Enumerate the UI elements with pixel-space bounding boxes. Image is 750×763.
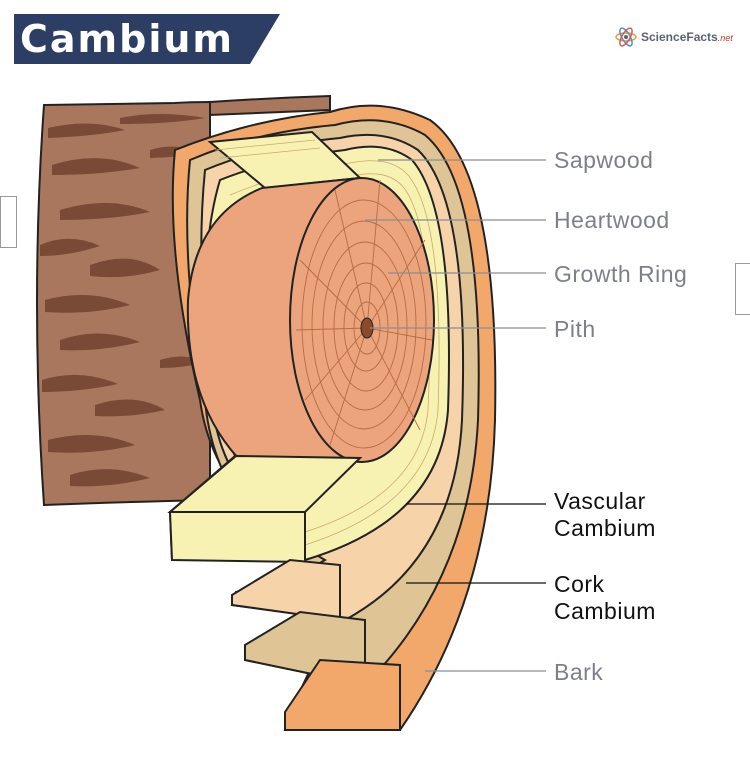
title-banner bbox=[14, 14, 280, 64]
label-sapwood: Sapwood bbox=[554, 147, 654, 173]
brand-logo: ScienceFacts.net bbox=[615, 24, 733, 50]
left-edge-tab bbox=[0, 196, 17, 248]
label-pith: Pith bbox=[554, 316, 596, 342]
label-bark: Bark bbox=[554, 659, 604, 685]
label-cork-line1: Cork bbox=[554, 571, 605, 597]
sapwood-bottom-slab bbox=[167, 454, 363, 564]
bark-slab bbox=[284, 658, 401, 731]
label-cork-line2: Cambium bbox=[554, 598, 656, 624]
leader-lines bbox=[365, 159, 546, 672]
label-vascular-line1: Vascular bbox=[554, 488, 646, 514]
right-edge-tab bbox=[735, 263, 750, 315]
label-vascular-line2: Cambium bbox=[554, 515, 656, 541]
page-title: Cambium bbox=[20, 17, 235, 61]
label-growth-ring: Growth Ring bbox=[554, 261, 688, 287]
bark-log bbox=[36, 94, 331, 507]
label-vascular-cambium: Vascular Cambium bbox=[554, 488, 656, 542]
label-cork-cambium: Cork Cambium bbox=[554, 571, 656, 625]
brand-name: ScienceFacts.net bbox=[641, 30, 733, 44]
heartwood-face bbox=[289, 177, 435, 463]
phloem-slab bbox=[231, 558, 341, 622]
label-heartwood: Heartwood bbox=[554, 207, 670, 233]
atom-icon bbox=[615, 27, 637, 47]
